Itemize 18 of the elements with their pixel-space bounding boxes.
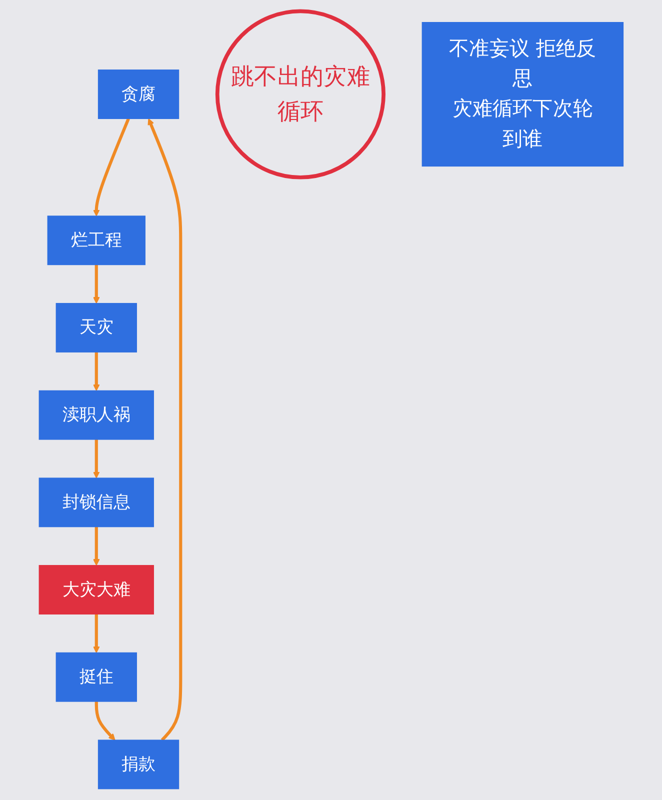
arrow	[92, 352, 100, 392]
arrow	[148, 118, 182, 742]
node-box: 大灾大难	[38, 565, 154, 614]
node-box: 贪腐	[98, 70, 179, 120]
node-circle: 跳不出的灾难循环	[215, 9, 386, 180]
arrow	[94, 701, 116, 740]
node-box: 不准妄议 拒绝反思 灾难循环下次轮到谁	[422, 22, 624, 167]
node-box: 挺住	[56, 652, 137, 702]
arrow	[92, 264, 100, 304]
arrow	[92, 439, 100, 478]
arrow	[92, 526, 100, 566]
node-box: 天灾	[56, 302, 137, 352]
node-box: 渎职人祸	[38, 390, 154, 440]
arrow	[92, 118, 130, 216]
node-box: 封锁信息	[38, 478, 154, 528]
node-box: 捐款	[98, 740, 179, 790]
node-box: 烂工程	[47, 216, 146, 266]
arrow	[92, 614, 100, 654]
